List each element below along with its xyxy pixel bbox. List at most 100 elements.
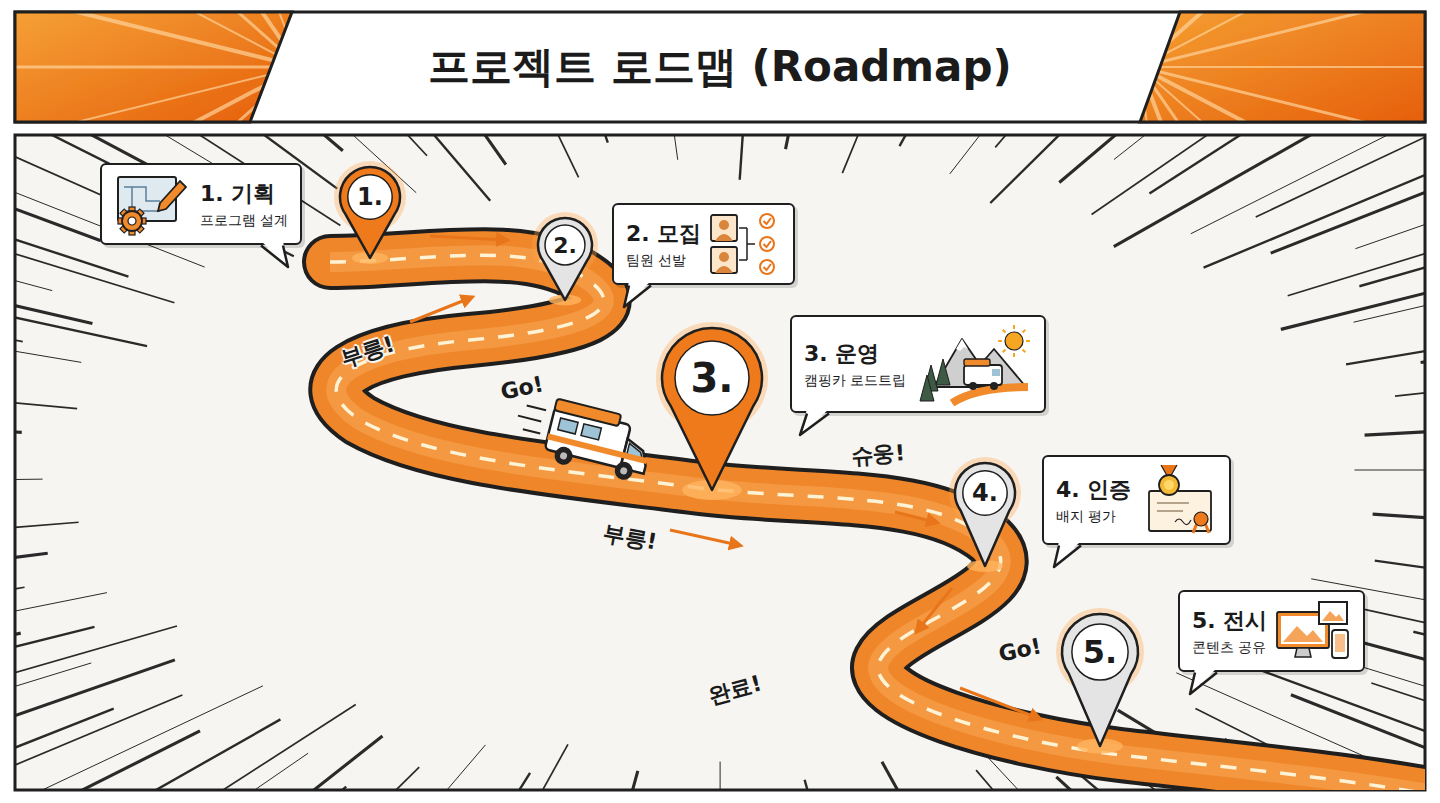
mini-van-body	[964, 365, 1002, 385]
speed-line	[882, 762, 1043, 790]
speed-line	[437, 135, 579, 177]
speed-line	[720, 762, 721, 790]
speed-line	[1355, 470, 1426, 471]
callout-number: 3.	[690, 355, 733, 401]
panel-border	[15, 135, 1425, 790]
step-heading: 3. 운영	[804, 339, 906, 369]
person-head	[719, 252, 729, 262]
mini-van-roof	[964, 359, 990, 366]
rosette	[1194, 512, 1208, 526]
mountains	[934, 339, 1026, 387]
speed-stroke	[523, 429, 540, 433]
gear-body	[122, 211, 142, 231]
tree	[936, 359, 950, 385]
burst-stripe	[300, 0, 442, 67]
step-description: 배지 평가	[1056, 508, 1131, 526]
speed-line	[203, 135, 427, 156]
speed-line	[1271, 135, 1425, 253]
tail-outline	[624, 286, 651, 308]
step-description: 프로그램 설계	[200, 212, 288, 230]
callout-bubble: 2. 모집팀원 선발	[612, 203, 795, 285]
burst-stripe	[1140, 0, 1440, 67]
check-mark	[764, 218, 772, 224]
step-description: 팀원 선발	[626, 252, 701, 270]
speed-line	[1256, 135, 1425, 217]
road-highlight	[330, 255, 1425, 790]
burst-stripe	[0, 66, 300, 69]
speed-line	[318, 135, 506, 165]
road-dashes	[330, 255, 1425, 790]
sun-ray	[1026, 340, 1030, 342]
tail-outline	[1190, 673, 1217, 695]
icon	[1139, 465, 1217, 535]
speed-line	[15, 553, 48, 631]
mini-wheel	[990, 382, 998, 390]
speed-line	[15, 160, 52, 291]
speed-line	[1373, 514, 1425, 560]
badge-icon	[1139, 465, 1217, 535]
pin-body	[340, 167, 400, 258]
snow-cap	[956, 339, 968, 351]
burst-stripe	[1, 0, 300, 67]
speed-line	[740, 135, 761, 180]
speed-line	[15, 705, 356, 790]
tail-fill	[261, 241, 288, 267]
callout-number: 1.	[357, 183, 383, 211]
sun-ray	[1023, 330, 1026, 333]
sun-ray	[1023, 349, 1026, 352]
sun-ray	[1013, 325, 1015, 329]
speed-line	[1395, 326, 1425, 396]
screen-image	[1283, 626, 1323, 642]
location-pin	[334, 161, 406, 264]
person-body	[715, 234, 733, 241]
mini-wheel	[969, 382, 977, 390]
bubble-tail	[806, 409, 830, 437]
speed-line	[900, 135, 1043, 146]
speed-line	[15, 257, 81, 362]
speed-line	[1191, 135, 1425, 234]
speed-line	[15, 344, 77, 409]
sun-ray	[1003, 330, 1006, 333]
speed-line	[15, 731, 200, 790]
tail-fill	[1054, 541, 1081, 567]
callout-text: 2. 모집팀원 선발	[626, 219, 701, 270]
speed-line	[1288, 135, 1425, 296]
speed-line	[1360, 608, 1425, 732]
location-pin	[949, 457, 1021, 572]
speed-line	[1092, 135, 1425, 215]
pin-face	[348, 175, 392, 219]
burst-stripe	[1092, 0, 1140, 67]
pin-face	[1072, 624, 1128, 680]
location-pin	[656, 322, 768, 500]
speed-line	[995, 135, 1198, 147]
pin-face	[963, 471, 1007, 515]
sun	[1005, 332, 1023, 350]
sound-effect: 슈웅!	[850, 438, 906, 472]
panel	[15, 135, 1425, 790]
speed-line	[15, 135, 101, 241]
certificate	[1149, 491, 1211, 531]
pin-body	[662, 328, 762, 490]
van-wheel	[553, 445, 575, 467]
signature	[1175, 519, 1191, 525]
sun-ray	[1003, 349, 1006, 352]
bubble-tail	[628, 281, 652, 309]
step-description: 캠핑카 로드트립	[804, 372, 906, 390]
step-heading: 4. 인증	[1056, 475, 1131, 505]
speed-line	[15, 593, 107, 717]
speed-line	[15, 719, 280, 790]
callout-text: 5. 전시콘텐츠 공유	[1192, 606, 1267, 657]
check-mark	[764, 264, 772, 270]
speed-line	[15, 522, 79, 578]
burst-stripe	[0, 0, 300, 67]
tail-outline	[261, 246, 288, 268]
gear-hole	[128, 217, 136, 225]
person-body	[715, 266, 733, 273]
speed-line	[15, 709, 114, 790]
show-icon	[1275, 600, 1351, 662]
speed-line	[1375, 561, 1425, 649]
check-circle	[760, 260, 774, 274]
title: 프로젝트 로드맵 (Roadmap)	[428, 39, 1011, 95]
pin-face	[675, 341, 749, 415]
